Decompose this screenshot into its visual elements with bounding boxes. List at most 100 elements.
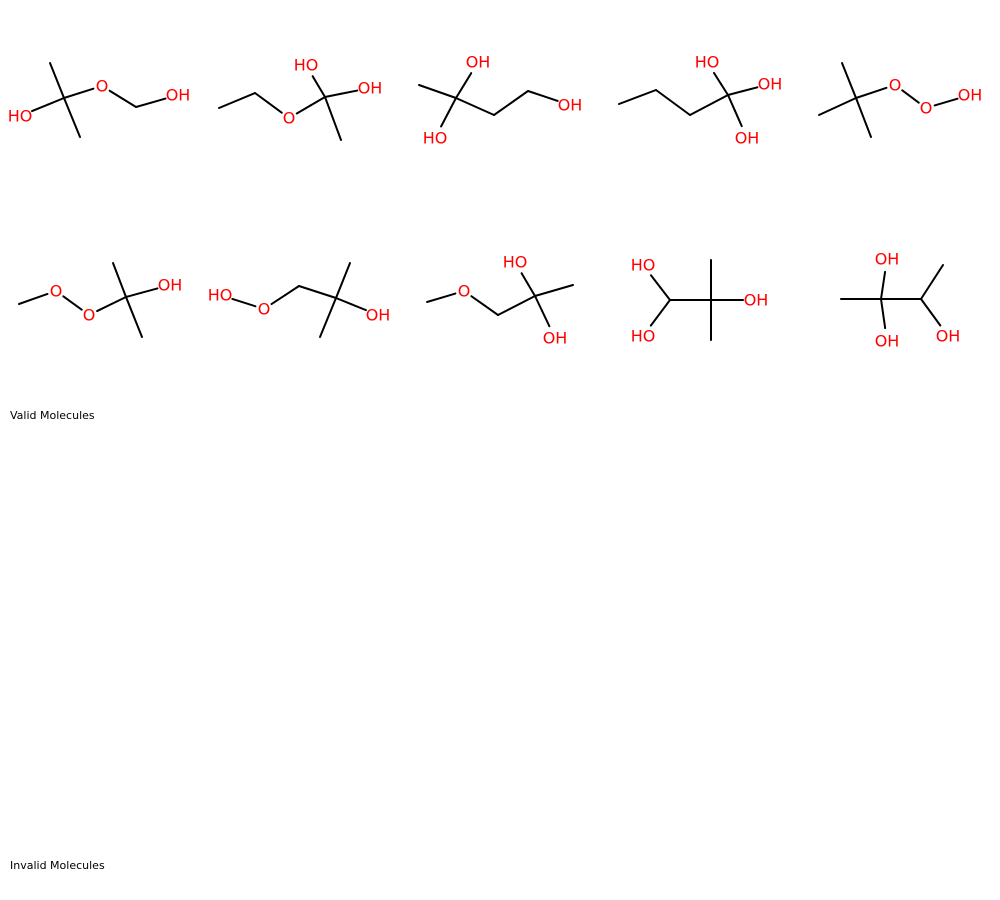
atom-label: OH (466, 53, 491, 72)
bond-segment (18, 297, 35, 305)
bond (335, 262, 351, 299)
bond (125, 296, 143, 338)
molecule-2: O HO OH (218, 56, 383, 141)
bond (218, 92, 256, 109)
bond-segment (741, 86, 759, 93)
bond-segment (855, 91, 873, 99)
bond-segment (270, 294, 287, 306)
atom-label: OH (735, 129, 760, 148)
bond (534, 284, 574, 297)
bond-segment (447, 97, 457, 114)
atom-label: OH (875, 250, 900, 269)
atom-label: HO (423, 129, 448, 148)
bond (112, 262, 127, 298)
bond-segment (520, 272, 530, 286)
bond (655, 89, 691, 116)
bond (493, 90, 529, 116)
bond-segment (31, 103, 50, 113)
atom-label: OH (543, 329, 568, 348)
bond (618, 89, 657, 105)
atom-label: HO (631, 256, 656, 275)
bond-segment (727, 90, 744, 96)
bond-segment (870, 86, 888, 94)
bond-segment (440, 292, 457, 299)
bond-segment (110, 296, 127, 306)
atom-label: O (96, 77, 109, 96)
bond-segment (920, 298, 932, 314)
atom-label: O (920, 99, 933, 118)
bond-segment (649, 311, 662, 327)
bond-segment (880, 284, 885, 300)
bond-segment (426, 296, 443, 303)
bond-segment (719, 82, 729, 96)
bond (818, 97, 857, 116)
bond (62, 295, 83, 311)
bond-segment (324, 92, 343, 98)
atom-label: OH (758, 75, 783, 94)
atom-label: HO (8, 107, 33, 126)
bond (63, 97, 81, 138)
bond-segment (534, 295, 544, 313)
bond-segment (882, 312, 887, 330)
bond-segment (335, 297, 352, 306)
bond-segment (929, 311, 942, 327)
bond (298, 285, 337, 299)
bond-segment (659, 286, 671, 301)
atom-label: HO (208, 286, 233, 305)
bond (49, 62, 65, 99)
bond-segment (882, 270, 887, 287)
bond-segment (125, 291, 143, 298)
bond-segment (311, 75, 320, 88)
atom-label: O (458, 282, 471, 301)
bond (497, 295, 536, 316)
bond (855, 97, 872, 138)
molecule-9: HO HO OH (631, 256, 769, 346)
bond-segment (309, 96, 326, 107)
bond (319, 297, 337, 338)
bond-segment (727, 94, 736, 112)
atom-label: O (83, 306, 96, 325)
bond-segment (349, 303, 367, 312)
molecule-8: O HO OH (426, 253, 574, 348)
atom-label: O (258, 300, 271, 319)
bond-segment (455, 84, 465, 99)
bond (933, 97, 959, 107)
atom-label: HO (503, 253, 528, 272)
bond-segment (149, 97, 167, 104)
bond-segment (295, 104, 312, 115)
bond-segment (140, 287, 159, 294)
atom-label: O (283, 109, 296, 128)
bond-segment (470, 295, 486, 307)
bond-segment (32, 292, 49, 300)
bond-segment (47, 97, 65, 106)
atom-label: HO (631, 327, 656, 346)
bond-segment (317, 85, 326, 98)
bond (418, 84, 457, 99)
bond-segment (254, 92, 270, 104)
bond (324, 96, 342, 141)
bond (841, 62, 857, 99)
bond-segment (63, 92, 80, 99)
atom-label: O (50, 282, 63, 301)
bond-segment (77, 87, 95, 95)
bond-segment (733, 109, 743, 128)
bond-segment (527, 283, 536, 297)
bond-segment (659, 299, 671, 314)
atom-label: HO (294, 56, 319, 75)
valid-molecules-label: Valid Molecules (10, 409, 95, 422)
atom-label: OH (744, 291, 769, 310)
atom-label: OH (158, 276, 183, 295)
molecule-6: O O OH (18, 262, 183, 338)
bond (689, 94, 729, 116)
bond (231, 297, 257, 308)
bond-segment (340, 89, 359, 95)
bond-segment (96, 303, 113, 313)
bond (920, 264, 944, 300)
atom-label: O (889, 76, 902, 95)
atom-label: OH (358, 79, 383, 98)
atom-label: HO (695, 53, 720, 72)
